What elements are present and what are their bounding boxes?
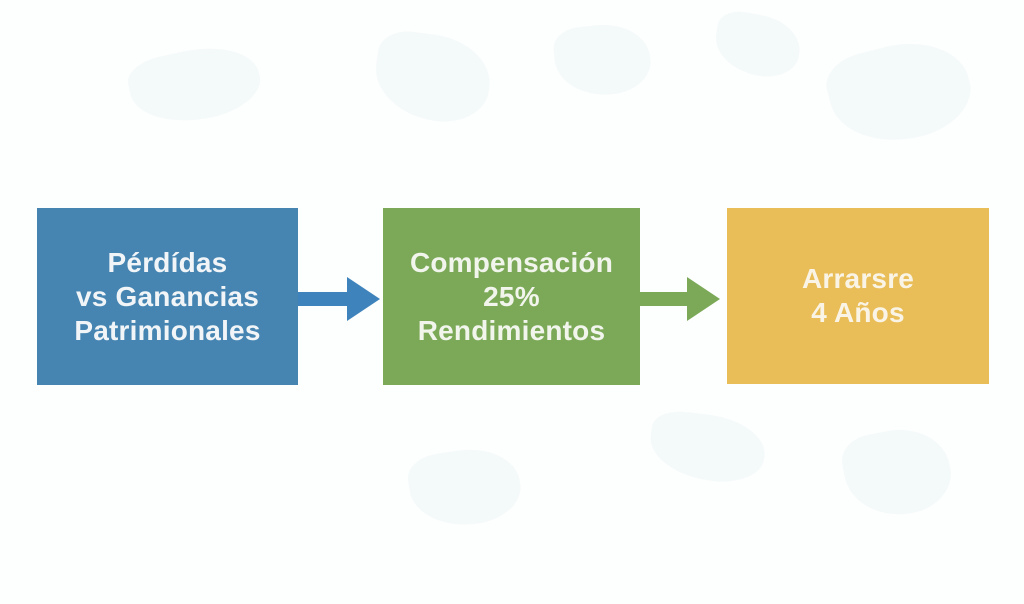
node-label-line: vs Ganancias [76,280,259,312]
node-label-line: Pérdídas [107,246,228,278]
arrow-shape [640,277,720,321]
arrow-right-icon [298,277,380,321]
background-watermark [369,27,496,128]
arrow-right-icon [640,277,720,321]
background-watermark [646,408,769,487]
background-watermark [710,8,805,82]
flow-node-perdidas-vs-ganancias-patrimoniales: Pérdídas vs Ganancias Patrimionales [37,208,298,385]
background-watermark [837,420,958,525]
node-label-line: 4 Años [811,297,905,328]
flow-node-arrastre-4-anos: Arrarsre 4 Años [727,208,989,384]
node-label: Pérdídas vs Ganancias Patrimionales [74,246,260,348]
background-watermark [124,37,266,133]
background-watermark [820,29,980,156]
background-watermark [551,20,654,100]
arrow-shape [298,277,380,321]
node-label: Compensación 25% Rendimientos [410,246,613,348]
node-label-line: Patrimionales [74,314,261,346]
node-label-line: Rendimientos [417,314,606,346]
node-label: Arrarsre 4 Años [802,262,914,330]
background-watermark [404,441,526,534]
node-label-line: Arrarsre [801,263,915,294]
flow-node-compensacion-25-rendimientos: Compensación 25% Rendimientos [383,208,640,385]
node-label-line: Compensación [409,246,614,278]
node-label-line: 25% [483,280,540,312]
